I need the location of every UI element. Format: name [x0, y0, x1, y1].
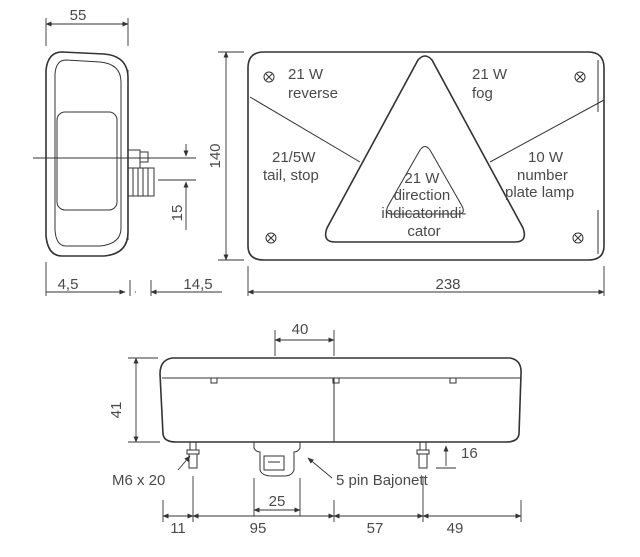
label-tail-stop: 21/5W tail, stop — [263, 149, 320, 184]
bottom-housing — [159, 357, 522, 443]
triangle-outer — [324, 55, 526, 243]
label-reverse: 21 W reverse — [288, 66, 338, 102]
spacing-label-2: 95 — [250, 520, 267, 537]
spacing-label-4: 49 — [447, 520, 464, 537]
dim-connector-width-label: 25 — [269, 493, 286, 510]
connector-spec-label: 5 pin Bajonett — [336, 472, 429, 489]
triangle-inner — [386, 146, 464, 215]
dim-width-label: 55 — [70, 7, 87, 24]
bolt-left-icon — [186, 441, 200, 469]
dim-connector-label: 14,5 — [183, 276, 212, 293]
screw-bottom-right-icon — [572, 232, 584, 244]
dim-flange-label: 4,5 — [58, 276, 79, 293]
divider-left — [249, 96, 361, 163]
screw-top-right-icon — [574, 71, 586, 83]
side-connector — [127, 149, 155, 197]
side-housing — [45, 51, 129, 257]
side-panel — [56, 111, 118, 211]
dim-offset-label: 15 — [169, 205, 186, 222]
label-number-plate: 10 W number plate lamp — [505, 149, 574, 201]
side-lens — [54, 59, 122, 247]
bolt-spec-label: M6 x 20 — [112, 472, 165, 489]
dim-front-width-label: 238 — [435, 276, 460, 293]
screw-bottom-left-icon — [265, 232, 277, 244]
dim-stud-height-label: 16 — [461, 445, 478, 462]
dim-bottom-height-label: 41 — [108, 402, 125, 419]
tab-1 — [210, 377, 218, 384]
bolt-right-icon — [416, 441, 430, 469]
screw-top-left-icon — [263, 71, 275, 83]
label-fog: 21 W fog — [472, 66, 511, 102]
front-housing — [247, 51, 605, 261]
side-view: 55 4,5 14,5 15 — [33, 7, 222, 296]
front-view: 21 W reverse 21 W fog 21/5W tail, stop 1… — [207, 51, 605, 296]
dim-height-label: 140 — [207, 143, 224, 168]
spacing-label-1: 11 — [170, 520, 186, 537]
spacing-label-3: 57 — [367, 520, 384, 537]
bajonett-connector — [253, 442, 301, 477]
bottom-view: 40 41 16 M6 x 20 5 pin Bajonett 25 11 95 — [108, 321, 522, 537]
tab-2 — [332, 377, 340, 384]
label-direction-indicator: 21 W direction indicatorindi- cator — [381, 170, 470, 240]
dim-bottom-offset-label: 40 — [292, 321, 309, 338]
divider-right — [489, 99, 605, 163]
tab-3 — [449, 377, 457, 384]
